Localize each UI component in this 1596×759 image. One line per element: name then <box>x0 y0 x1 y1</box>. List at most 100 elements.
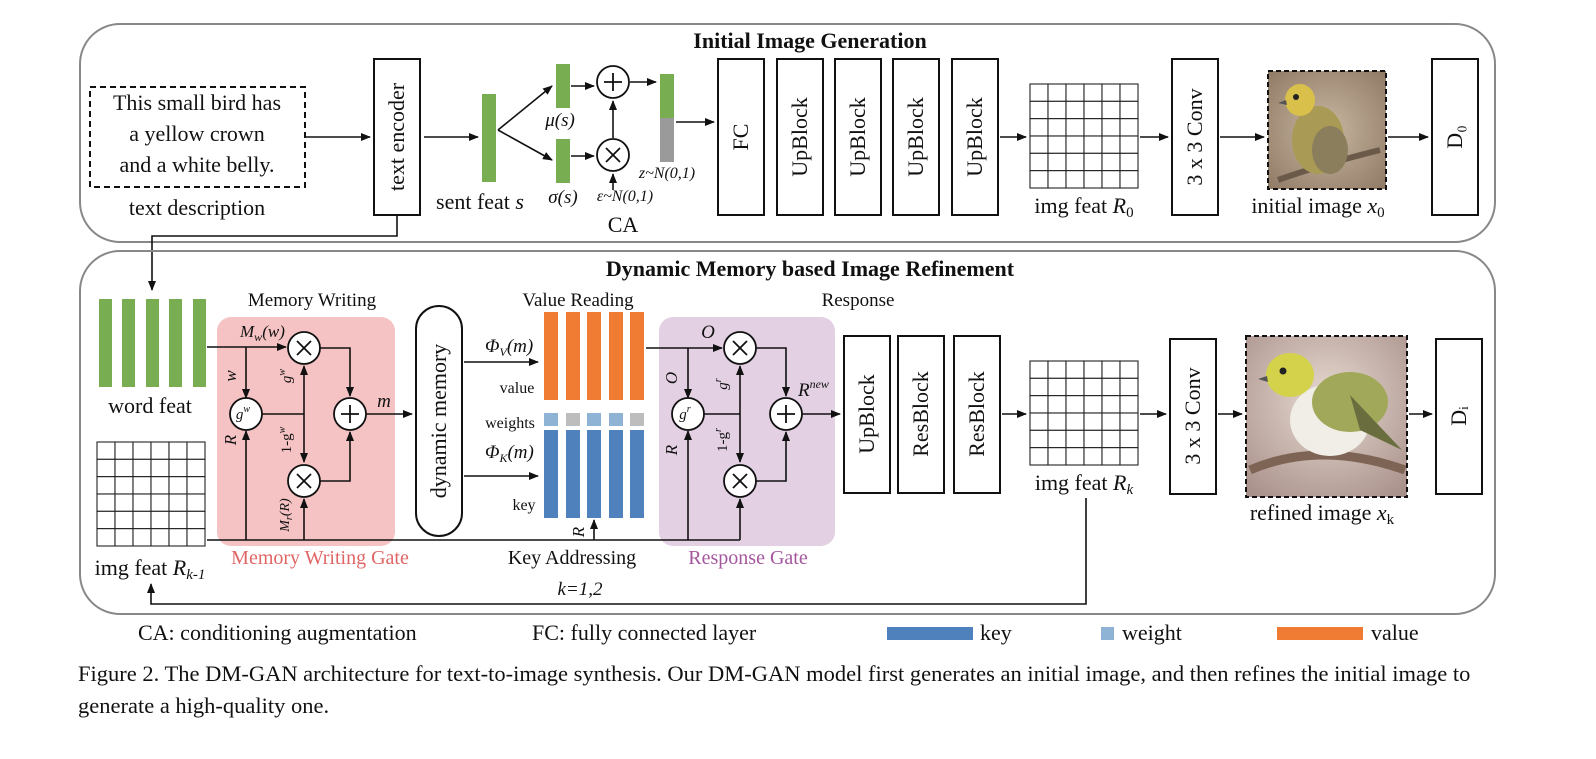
img-feat-grid-r0 <box>1029 83 1139 189</box>
grid-cell <box>1083 135 1103 154</box>
grid-cell <box>1119 395 1139 414</box>
resblock-1 <box>897 335 945 494</box>
figure-caption: Figure 2. The DM-GAN architecture for te… <box>78 661 1471 718</box>
word-feat-label: word feat <box>108 393 192 418</box>
grid-cell <box>1065 118 1085 137</box>
img-feat-grid-rk <box>1029 360 1139 466</box>
text-encoder-label: text encoder <box>384 82 409 191</box>
concat-bar-gray <box>660 118 674 162</box>
discriminator-di <box>1435 338 1483 495</box>
discriminator-d0 <box>1431 58 1479 216</box>
initial-image-label: initial image x0 <box>1251 193 1384 221</box>
grid-cell <box>168 493 188 512</box>
ca-label: CA <box>608 212 639 237</box>
grid-cell <box>1083 360 1103 379</box>
grid-cell <box>1101 447 1121 466</box>
grid-cell <box>1083 170 1103 189</box>
resp-times-icon-bottom <box>723 464 757 498</box>
grid-cell <box>132 441 152 460</box>
grid-cell <box>1101 170 1121 189</box>
concat-bar-green <box>660 74 674 118</box>
grid-cell <box>1029 447 1049 466</box>
grid-cell <box>1065 170 1085 189</box>
upblock-1 <box>776 58 824 216</box>
text-description-label: text description <box>129 195 265 220</box>
gw-top-label: gw <box>277 369 295 384</box>
phi-k-label: ΦK(m) <box>485 442 534 465</box>
grid-cell <box>96 441 116 460</box>
sigma-bar <box>556 139 570 183</box>
key-addressing-label: Key Addressing <box>508 547 636 569</box>
grid-cell <box>150 510 170 530</box>
dynamic-memory-label: dynamic memory <box>426 344 451 499</box>
grid-cell <box>1119 412 1139 431</box>
legend-weight: weight <box>1122 620 1182 645</box>
panel-top-title: Initial Image Generation <box>693 28 926 53</box>
times-icon <box>596 138 630 172</box>
resblock-2 <box>953 335 1001 494</box>
grid-cell <box>1101 377 1121 397</box>
legend-ca: CA: conditioning augmentation <box>138 620 417 645</box>
legend-value: value <box>1371 620 1419 645</box>
grid-cell <box>1119 118 1139 137</box>
grid-cell <box>1047 429 1067 449</box>
grid-cell <box>1119 152 1139 172</box>
grid-cell <box>1029 412 1049 431</box>
grid-cell <box>1119 360 1139 379</box>
mw-label: Mw(w) <box>239 322 285 344</box>
mw-times-icon <box>287 331 321 365</box>
grid-cell <box>1083 83 1103 102</box>
legend: CA: conditioning augmentation FC: fully … <box>138 620 1419 645</box>
grid-cell <box>1065 395 1085 414</box>
response-gate-label: Response Gate <box>688 547 808 569</box>
r-label-key: R <box>569 526 588 538</box>
img-feat-r0-label: img feat R0 <box>1034 193 1133 221</box>
sent-feat-bar <box>482 94 496 182</box>
grid-cell <box>114 510 134 530</box>
grid-cell <box>96 493 116 512</box>
r-label-gr: R <box>662 444 681 456</box>
text-description-line-1: This small bird has <box>113 90 281 115</box>
upblock-2-label: UpBlock <box>845 97 870 176</box>
memory-writing-label: Memory Writing <box>248 290 377 311</box>
epsilon-label: ε~N(0,1) <box>597 188 653 205</box>
one-minus-gw-label: 1-gw <box>277 426 295 453</box>
resp-plus-icon <box>769 397 803 431</box>
key-label: key <box>512 497 535 514</box>
panel-bottom-title: Dynamic Memory based Image Refinement <box>606 256 1015 281</box>
grid-cell <box>186 510 206 530</box>
grid-cell <box>1065 152 1085 172</box>
grid-cell <box>186 476 206 495</box>
legend-value-swatch <box>1277 627 1363 640</box>
img-feat-rk-label: img feat Rk <box>1035 470 1134 498</box>
fc-label: FC <box>728 124 753 151</box>
text-description-line-2: a yellow crown <box>129 121 265 146</box>
grid-cell <box>1029 360 1049 379</box>
grid-cell <box>1101 429 1121 449</box>
conv-block-bottom <box>1169 338 1217 495</box>
k-range-label: k=1,2 <box>557 579 603 600</box>
grid-cell <box>1029 429 1049 449</box>
grid-cell <box>1083 395 1103 414</box>
upblock-1-label: UpBlock <box>787 97 812 176</box>
grid-cell <box>1101 118 1121 137</box>
mu-bar <box>556 64 570 108</box>
upblock-refine-label: UpBlock <box>854 374 879 453</box>
sent-feat-label: sent feat s <box>436 189 524 214</box>
grid-cell <box>1047 170 1067 189</box>
grid-cell <box>1083 100 1103 120</box>
grid-cell <box>114 476 134 495</box>
value-label: value <box>500 380 535 397</box>
grid-cell <box>1065 83 1085 102</box>
w-label: w <box>221 370 240 382</box>
grid-cell <box>168 441 188 460</box>
text-description-line-3: and a white belly. <box>120 152 275 177</box>
grid-cell <box>150 458 170 478</box>
legend-key: key <box>980 620 1012 645</box>
grid-cell <box>96 476 116 495</box>
grid-cell <box>1101 395 1121 414</box>
m-label: m <box>377 391 391 412</box>
grid-cell <box>168 476 188 495</box>
refined-image-label: refined image xk <box>1250 500 1395 528</box>
